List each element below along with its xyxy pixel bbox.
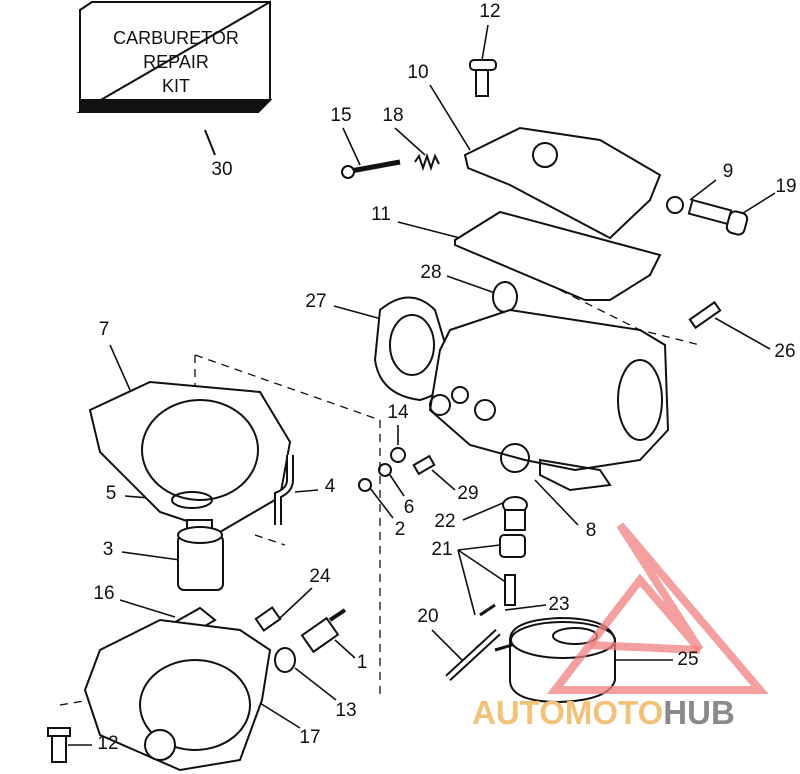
watermark: AUTOMOTOHUB [472,694,735,732]
kit-line-2: REPAIR [143,52,209,72]
callout-21: 21 [431,539,453,560]
callout-27: 27 [305,291,327,312]
callout-24: 24 [309,566,331,587]
callout-26: 26 [774,341,796,362]
callout-11: 11 [371,204,391,225]
screw-12-top [469,59,497,97]
callout-14: 14 [387,402,409,423]
callout-23: 23 [548,594,570,615]
callout-6: 6 [403,497,415,518]
carburetor-body [428,308,670,492]
gasket-11 [454,210,662,301]
callout-7: 7 [98,319,110,340]
callout-28: 28 [420,262,442,283]
callout-5: 5 [105,483,117,504]
callout-3: 3 [102,539,114,560]
float-3 [177,519,224,591]
callout-19: 19 [775,176,797,197]
callout-15: 15 [330,105,352,126]
callout-13: 13 [335,700,357,721]
callout-29: 29 [457,483,479,504]
callout-22: 22 [434,511,456,532]
callout-16: 16 [93,583,115,604]
callout-2: 2 [394,519,406,540]
kit-line-1: CARBURETOR [113,28,239,48]
callout-25: 25 [677,649,699,670]
float-bowl-17 [83,618,272,772]
callout-1: 1 [356,652,368,673]
callout-20: 20 [417,606,439,627]
callout-4: 4 [324,476,336,497]
callout-10: 10 [407,62,429,83]
callout-18: 18 [382,105,404,126]
kit-line-3: KIT [161,76,190,96]
watermark-part-1: AUTOMOTO [472,694,664,731]
repair-kit-label: CARBURETOR REPAIR KIT [88,8,264,116]
callout-17: 17 [299,727,321,748]
callout-12-top: 12 [479,1,501,22]
gasket-7 [88,380,292,534]
leader-lines [68,24,776,746]
callout-9: 9 [722,161,734,182]
automotohub-logo-triangle [546,522,769,694]
valve-1 [300,608,347,654]
callout-8: 8 [585,520,597,541]
watermark-part-2: HUB [663,694,735,731]
repair-kit-box [76,0,273,113]
carb-cover-10 [463,126,662,240]
callout-30: 30 [211,159,233,180]
float-25 [494,616,616,704]
callout-12-bottom: 12 [97,733,119,754]
